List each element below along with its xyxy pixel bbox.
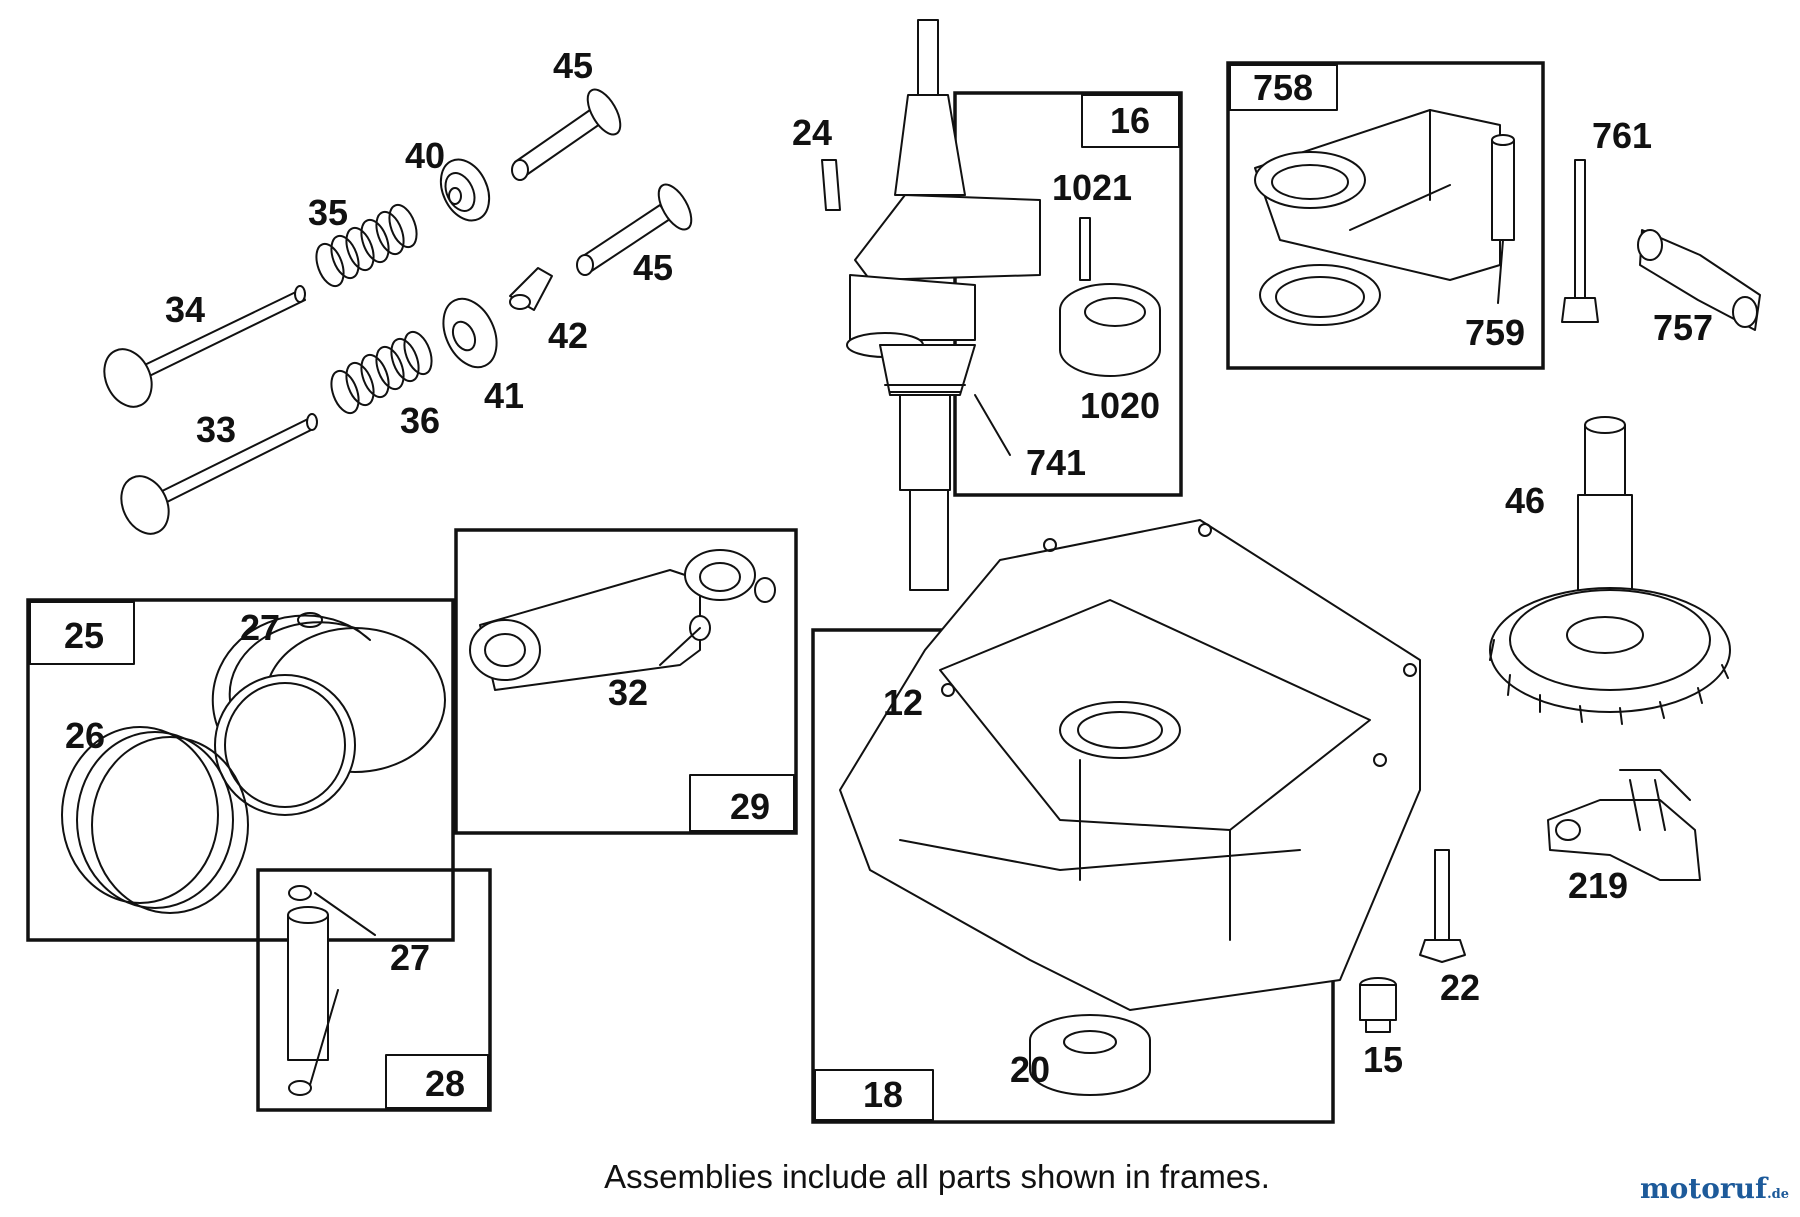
link-757 xyxy=(1637,229,1761,331)
callout-45-upper: 45 xyxy=(553,45,593,86)
callout-24: 24 xyxy=(792,112,832,153)
callout-36: 36 xyxy=(400,400,440,441)
frame-label-25-text: 25 xyxy=(64,615,104,656)
rod-group xyxy=(454,528,798,835)
piston-group xyxy=(26,598,455,942)
leader-759 xyxy=(1497,239,1504,304)
frame-25 xyxy=(26,598,455,942)
frame-label-28-text: 28 xyxy=(425,1063,465,1104)
callout-20: 20 xyxy=(1010,1049,1050,1090)
watermark-logo: motoruf.de xyxy=(1640,1172,1789,1205)
valve-spring-36 xyxy=(330,330,433,415)
clip-27-a xyxy=(288,885,312,901)
cylinder-block-758 xyxy=(1254,109,1501,326)
crankshaft-group xyxy=(821,19,1183,591)
callout-27-top: 27 xyxy=(240,607,280,648)
frame-label-18-text: 18 xyxy=(863,1074,903,1115)
piston xyxy=(211,614,446,816)
callout-33: 33 xyxy=(196,409,236,450)
callout-759: 759 xyxy=(1465,312,1525,353)
leader-32 xyxy=(659,627,701,666)
callout-1021: 1021 xyxy=(1052,167,1132,208)
callout-34: 34 xyxy=(165,289,205,330)
callout-32: 32 xyxy=(608,672,648,713)
piston-rings-26 xyxy=(61,726,249,914)
frame-label-25: 25 xyxy=(29,601,135,665)
callout-757: 757 xyxy=(1653,307,1713,348)
frame-label-758: 758 xyxy=(1229,64,1338,111)
valve-guide-upper xyxy=(511,88,622,181)
frame-label-16-text: 16 xyxy=(1110,100,1150,141)
frame-29 xyxy=(454,528,798,835)
valve-train-parts xyxy=(103,88,693,535)
callout-35: 35 xyxy=(308,192,348,233)
callout-26: 26 xyxy=(65,715,105,756)
leader-741 xyxy=(974,394,1011,456)
frame-28 xyxy=(256,868,492,1112)
bolt-22 xyxy=(1419,849,1466,963)
frame-label-18: 18 xyxy=(814,1069,934,1121)
frame-label-28: 28 xyxy=(385,1054,489,1109)
callout-741: 741 xyxy=(1026,442,1086,483)
crankcase-group xyxy=(811,519,1421,1124)
watermark-main: motoruf xyxy=(1640,1172,1769,1205)
valve-spring-35 xyxy=(315,203,418,288)
block-758-group xyxy=(1226,61,1545,370)
valve-guide-lower xyxy=(576,183,693,276)
frame-label-758-text: 758 xyxy=(1253,67,1313,108)
governor-219 xyxy=(1547,769,1701,881)
wrist-pin xyxy=(287,906,329,1061)
frame-label-29: 29 xyxy=(689,774,795,832)
pin-759 xyxy=(1491,134,1515,241)
connecting-rod xyxy=(469,549,776,691)
callout-42: 42 xyxy=(548,315,588,356)
frame-label-16: 16 xyxy=(1081,94,1180,148)
callout-219: 219 xyxy=(1568,865,1628,906)
callout-12: 12 xyxy=(883,682,923,723)
callout-22: 22 xyxy=(1440,967,1480,1008)
gear-1020 xyxy=(1059,283,1161,377)
woodruff-key-24 xyxy=(821,159,841,211)
callout-15: 15 xyxy=(1363,1039,1403,1080)
callout-27-pin: 27 xyxy=(390,937,430,978)
callout-761: 761 xyxy=(1592,115,1652,156)
crankcase-12 xyxy=(839,519,1421,1011)
callout-41: 41 xyxy=(484,375,524,416)
callout-40: 40 xyxy=(405,135,445,176)
spring-retainer-40 xyxy=(439,158,491,222)
callout-45-lower: 45 xyxy=(633,247,673,288)
clip-27-b xyxy=(288,1080,312,1096)
intake-valve-33 xyxy=(120,413,318,535)
frame-758 xyxy=(1226,61,1545,370)
camshaft-46 xyxy=(1489,416,1731,725)
leader-27 xyxy=(309,892,376,1086)
valve-keeper-42 xyxy=(509,267,553,311)
watermark-text: motoruf.de xyxy=(1640,1172,1789,1205)
callout-46: 46 xyxy=(1505,480,1545,521)
watermark-suffix: .de xyxy=(1767,1187,1789,1202)
frame-label-29-text: 29 xyxy=(730,786,770,827)
exhaust-valve-34 xyxy=(103,285,306,408)
wrist-pin-group xyxy=(256,868,492,1112)
frame-labels: 16 758 25 29 28 18 xyxy=(29,64,1338,1121)
seal-20 xyxy=(1029,1014,1151,1096)
callout-1020: 1020 xyxy=(1080,385,1160,426)
crankshaft-741 xyxy=(846,19,1041,591)
spring-retainer-41 xyxy=(442,297,498,369)
diagram-caption: Assemblies include all parts shown in fr… xyxy=(604,1158,1270,1195)
callouts: 45 40 35 45 34 42 41 36 33 24 1021 1020 … xyxy=(65,45,1713,1090)
bolt-761 xyxy=(1561,159,1599,323)
plug-15 xyxy=(1359,977,1397,1033)
dowel-pin-1021 xyxy=(1079,217,1091,281)
clip-27-top xyxy=(297,612,323,628)
